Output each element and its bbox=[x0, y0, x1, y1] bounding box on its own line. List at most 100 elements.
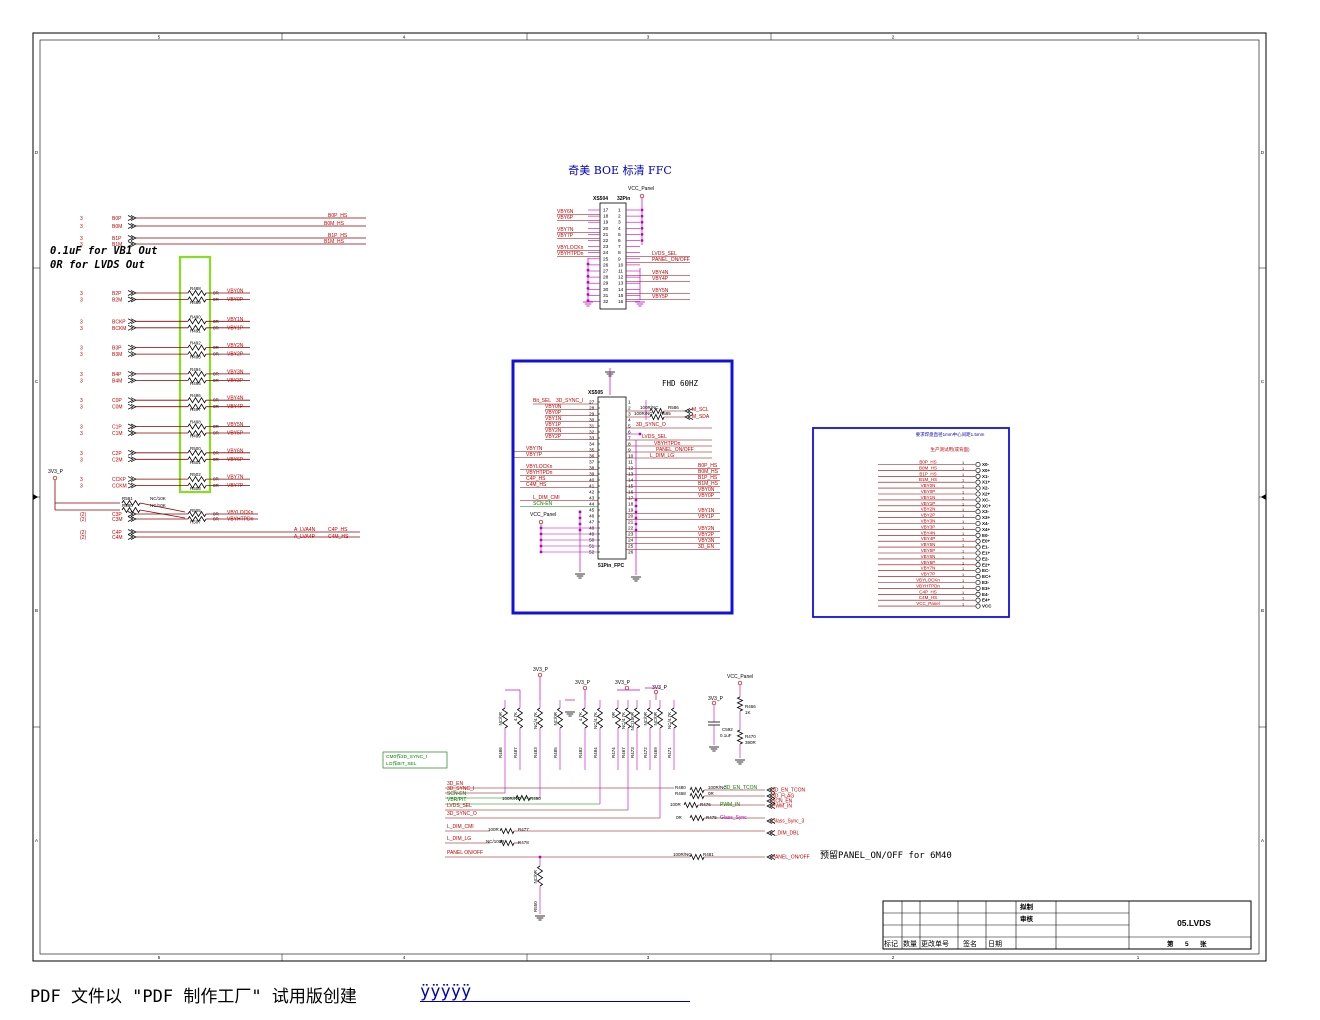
pin-number: 5 bbox=[618, 232, 621, 238]
ref-designator: R492 bbox=[190, 341, 201, 346]
pin-number: 1 bbox=[962, 485, 964, 489]
resistor-icon bbox=[187, 350, 207, 358]
resistor-icon bbox=[499, 827, 515, 835]
test-pad-icon bbox=[975, 526, 981, 532]
footer-underline bbox=[420, 1001, 690, 1002]
net-label: B4M bbox=[112, 378, 122, 384]
pad-name: X0+ bbox=[982, 468, 991, 473]
ref-designator: R497 bbox=[190, 407, 201, 412]
pad-name: X4+ bbox=[982, 527, 991, 532]
sheet-ref: 3 bbox=[80, 457, 83, 463]
sheet-ref: 3 bbox=[80, 398, 83, 404]
pad-name: X0- bbox=[982, 462, 990, 467]
pin-number: 1 bbox=[962, 550, 964, 554]
net-label: VCC_Panel bbox=[916, 601, 940, 606]
resistor-icon bbox=[646, 707, 654, 729]
pin-number: 6 bbox=[628, 430, 631, 436]
net-label: C2P bbox=[112, 451, 122, 457]
net-label: VBY0P bbox=[698, 493, 715, 499]
pad-name: E2- bbox=[982, 556, 990, 561]
resistor-icon bbox=[187, 510, 207, 518]
net-label: B1M_HS bbox=[698, 481, 719, 487]
net-label: VBY1N bbox=[545, 416, 562, 422]
net-label: VBY3P bbox=[921, 524, 936, 529]
sheet-ref: 3 bbox=[80, 298, 83, 304]
net-label: VBY2N bbox=[698, 526, 715, 532]
zone-number: 4 bbox=[403, 35, 406, 40]
power-icon bbox=[52, 475, 58, 481]
resistor-icon bbox=[499, 839, 515, 847]
net-label: VBY0P bbox=[921, 489, 936, 494]
power-label: 3V3_P bbox=[533, 667, 549, 673]
connector-body bbox=[599, 202, 627, 310]
net-label: A_LVA4N bbox=[294, 527, 316, 533]
resistor-icon bbox=[649, 413, 665, 421]
pin-number: 1 bbox=[962, 496, 964, 500]
net-arrow-icon bbox=[127, 529, 137, 535]
pad-name: XC- bbox=[982, 497, 990, 502]
net-label: CCKP bbox=[112, 477, 127, 483]
resistor-value: 100R/NC bbox=[708, 785, 727, 790]
net-label: B0P_HS bbox=[698, 463, 718, 469]
resistor-icon bbox=[187, 324, 207, 332]
net-label: BCKP bbox=[112, 319, 126, 325]
junction-dot bbox=[578, 522, 582, 526]
ref-designator: R503 bbox=[190, 486, 201, 491]
test-pad-icon bbox=[975, 568, 981, 574]
net-label: PANEL_ON/OFF bbox=[652, 257, 690, 263]
net-label: VBY4N bbox=[227, 396, 244, 402]
pin-number: 12 bbox=[618, 275, 624, 281]
zone-letter: D bbox=[1261, 150, 1265, 155]
sheet-ref: 3 bbox=[80, 216, 83, 222]
zone-number: 2 bbox=[892, 955, 895, 960]
fhd-highlight-box bbox=[511, 359, 734, 615]
pin-number: 1 bbox=[962, 567, 964, 571]
net-arrow-icon bbox=[766, 787, 776, 793]
net-label: B0M_HS bbox=[324, 221, 345, 227]
net-label: C4P bbox=[112, 530, 122, 536]
pin-number: 1 bbox=[962, 538, 964, 542]
ref-designator: R484 bbox=[593, 747, 598, 758]
net-label: VBY7P bbox=[557, 233, 574, 239]
pin-number: 8 bbox=[618, 250, 621, 256]
net-label: SCN-EN bbox=[533, 501, 553, 507]
pin-number: 17 bbox=[603, 208, 609, 214]
net-label: C4M_HS bbox=[328, 534, 349, 540]
resistor-value: NC/0R bbox=[533, 869, 538, 883]
net-label: 3D_SYNC_O bbox=[447, 811, 477, 817]
net-arrow-icon bbox=[766, 854, 776, 860]
test-pad-icon bbox=[975, 497, 981, 503]
ref-designator: R477 bbox=[518, 827, 529, 832]
net-label: VBY5N bbox=[652, 288, 669, 294]
power-icon bbox=[653, 689, 659, 695]
page-number: 5 bbox=[1185, 941, 1189, 948]
net-arrow-icon bbox=[127, 482, 137, 489]
pin-number: 1 bbox=[962, 597, 964, 601]
pin-number: 20 bbox=[628, 514, 634, 520]
net-label: L_DIM_CMI bbox=[447, 824, 474, 830]
net-label: VBY0P bbox=[227, 297, 244, 303]
zone-letter: B bbox=[35, 608, 38, 613]
net-label: PANEL_ON/OFF bbox=[656, 447, 694, 453]
net-label: B2P bbox=[112, 291, 122, 297]
test-pad-icon bbox=[975, 532, 981, 538]
resistor-icon bbox=[187, 475, 207, 483]
pad-name: X4- bbox=[982, 521, 990, 526]
net-arrow-icon bbox=[127, 215, 137, 221]
pin-number: 1 bbox=[962, 514, 964, 518]
inner-border bbox=[39, 39, 1260, 955]
output-net: PANEL_ON/OFF bbox=[772, 855, 810, 861]
net-label: B1P_HS bbox=[328, 233, 348, 239]
net-label: VBY3N bbox=[921, 519, 936, 524]
net-arrow-icon bbox=[127, 449, 137, 456]
ref-designator: R473 bbox=[630, 747, 635, 758]
resistor-value: 100R bbox=[488, 827, 500, 832]
test-pad-icon bbox=[975, 538, 981, 544]
ref-designator: R482 bbox=[578, 747, 583, 758]
pin-number: 22 bbox=[603, 238, 609, 244]
resistor-icon bbox=[689, 786, 705, 794]
page-prefix: 第 bbox=[1167, 939, 1174, 948]
pad-name: X2+ bbox=[982, 492, 991, 497]
pad-name: X2- bbox=[982, 486, 990, 491]
